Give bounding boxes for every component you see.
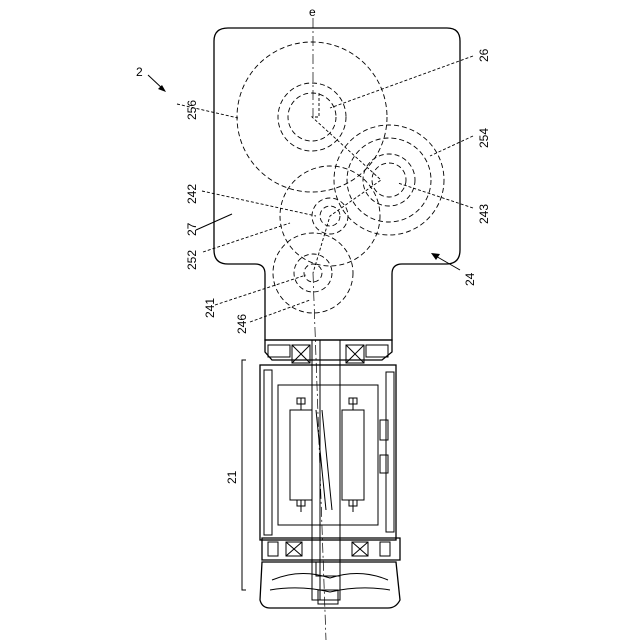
label-26: 26 bbox=[477, 48, 491, 62]
label-252: 252 bbox=[185, 250, 199, 270]
label-256: 256 bbox=[185, 100, 199, 120]
arrow-fig-2 bbox=[148, 75, 166, 92]
label-241: 241 bbox=[203, 298, 217, 318]
label-axis-e: e bbox=[309, 5, 316, 19]
gear-254 bbox=[334, 125, 444, 235]
label-fig-2: 2 bbox=[136, 65, 143, 79]
label-246: 246 bbox=[235, 314, 249, 334]
motor-assembly bbox=[242, 340, 400, 608]
label-254: 254 bbox=[477, 128, 491, 148]
label-243: 243 bbox=[477, 204, 491, 224]
label-24: 24 bbox=[463, 272, 477, 286]
label-21: 21 bbox=[225, 470, 239, 484]
label-242: 242 bbox=[185, 184, 199, 204]
gear-center-link bbox=[312, 93, 381, 273]
label-27: 27 bbox=[185, 222, 199, 236]
